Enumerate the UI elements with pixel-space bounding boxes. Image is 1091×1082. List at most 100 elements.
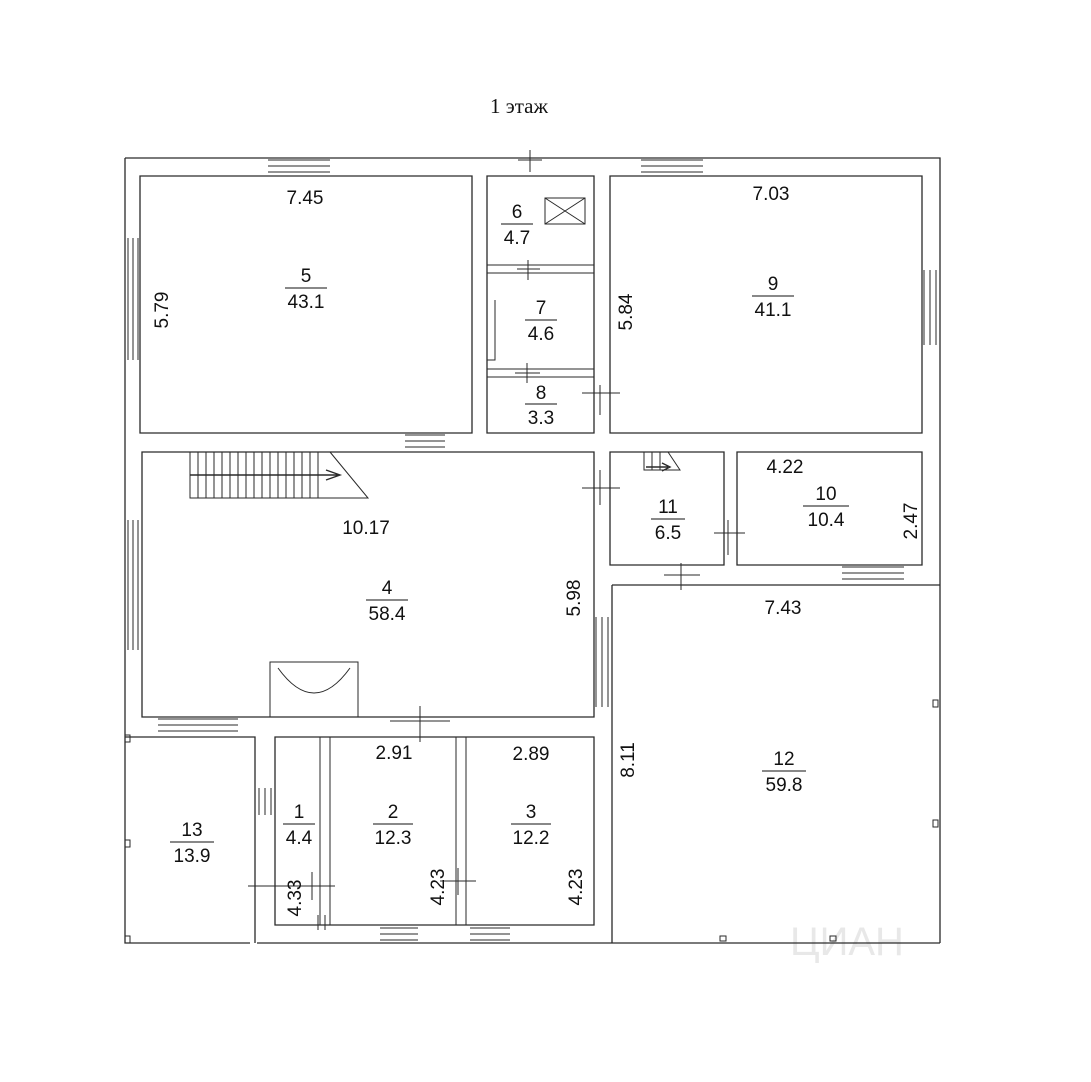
dim-room2-depth: 4.23 [428,869,449,906]
shaft-icon [544,197,586,225]
dim-room5-depth: 5.79 [152,292,173,329]
window-top-right-icon [641,159,703,173]
plan-title: 1 этаж [490,94,549,118]
window-room1-icon [258,788,272,815]
window-between-4-5-icon [405,434,445,448]
dim-room9-width: 7.03 [753,184,790,205]
room-number: 6 [512,202,523,223]
room-area: 3.3 [528,408,554,429]
room-number: 1 [294,802,305,823]
window-top-left-icon [268,159,330,173]
room-9-label: 9 41.1 [752,274,794,321]
service-block-outline [486,175,595,434]
small-staircase-icon [643,451,681,472]
room-area: 12.3 [375,828,412,849]
room-number: 10 [815,484,836,505]
room-13-walls [125,736,256,943]
room-7-label: 7 4.6 [525,298,557,345]
room-area: 58.4 [369,604,406,625]
dim-room1-depth: 4.33 [285,880,306,917]
window-bottom-4-icon [158,718,238,732]
room-13-label: 13 13.9 [170,820,214,867]
room-area: 4.4 [286,828,313,849]
partition-6-7 [487,264,594,274]
room-4-outline [141,451,595,718]
door-2-3-icon [440,868,476,895]
room-12-label: 12 59.8 [762,749,806,796]
room-number: 12 [773,749,794,770]
partition-7-8 [487,368,594,378]
staircase-icon [189,451,370,499]
room-5-outline [139,175,473,434]
window-bottom-3-icon [470,927,510,941]
room-number: 8 [536,383,547,404]
dim-room3-depth: 4.23 [566,869,587,906]
fireplace-icon [269,661,359,718]
dim-room5-width: 7.45 [287,188,324,209]
door-1-jamb-icon [317,915,326,930]
room-10-outline [736,451,923,566]
dim-room3-width: 2.89 [513,744,550,765]
watermark: ЦИАН [790,920,904,964]
partition-2-3 [455,737,467,925]
room-area: 4.6 [528,324,554,345]
room-area: 41.1 [755,300,792,321]
door-11-10-icon [714,520,745,555]
doors [248,150,745,930]
room-area: 59.8 [766,775,803,796]
room-11-label: 11 6.5 [651,497,685,544]
room-area: 4.7 [504,228,530,249]
room-number: 5 [301,266,312,287]
door-8-9-icon [582,385,620,415]
rooms-1-3-outline [274,736,595,926]
dim-room10-width: 4.22 [767,457,804,478]
room-area: 10.4 [808,510,845,531]
room-number: 2 [388,802,399,823]
room-11-outline [609,451,725,566]
room-4-label: 4 58.4 [366,578,408,625]
door-13-1-icon [248,872,335,900]
dim-room4-depth: 5.98 [564,580,585,617]
door-7-icon [517,260,540,280]
room-8-label: 8 3.3 [525,383,557,429]
room-number: 7 [536,298,547,319]
room-area: 6.5 [655,523,681,544]
room-1-label: 1 4.4 [283,802,315,849]
windows [127,159,937,941]
door-11-12-icon [664,563,700,590]
posts [124,699,939,944]
room-area: 12.2 [513,828,550,849]
room-9-outline [609,175,923,434]
dim-room2-width: 2.91 [376,743,413,764]
window-bottom-2-icon [380,927,418,941]
room-3-label: 3 12.2 [511,802,551,849]
window-10-12-icon [842,566,904,580]
room-number: 3 [526,802,537,823]
dimensions: 7.45 5.79 7.03 5.84 10.17 5.98 4.22 2.47… [152,184,922,916]
dim-room12-depth: 8.11 [618,742,639,778]
room-area: 13.9 [174,846,211,867]
room-area: 43.1 [288,292,325,313]
room-5-label: 5 43.1 [285,266,327,313]
room-number: 13 [181,820,202,841]
door-6-icon [518,150,542,172]
door-8-icon [515,363,540,383]
window-left-5-icon [127,238,139,360]
room-number: 11 [658,497,678,518]
dim-room4-width: 10.17 [342,518,390,539]
dim-room12-width: 7.43 [765,598,802,619]
room-2-label: 2 12.3 [373,802,413,849]
door-4-11-icon [582,470,620,505]
partition-1-2 [319,737,331,925]
door-4-2-icon [390,706,450,742]
window-right-4-icon [595,617,609,707]
outer-walls [124,157,941,944]
room-7-niche [487,300,496,361]
dim-room10-depth: 2.47 [901,503,922,540]
room-number: 9 [768,274,779,295]
dim-room9-depth: 5.84 [616,293,637,330]
window-left-4-icon [127,520,139,650]
room-10-label: 10 10.4 [803,484,849,531]
room-6-label: 6 4.7 [501,202,533,249]
